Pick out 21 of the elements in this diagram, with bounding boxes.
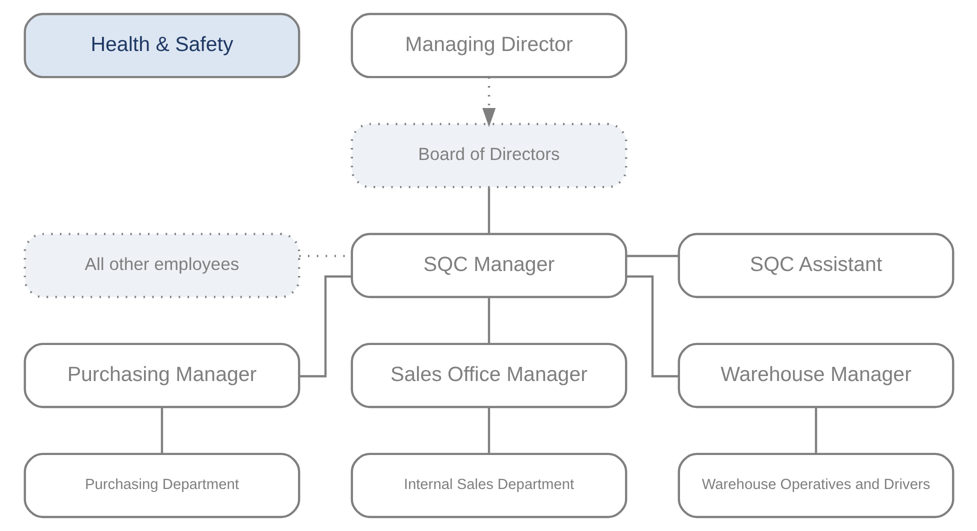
node-box: SQC Manager	[350, 232, 627, 298]
node-box: Internal Sales Department	[350, 452, 627, 518]
node-box: SQC Assistant	[677, 232, 954, 298]
node-box: Purchasing Manager	[23, 342, 300, 408]
node-box: Sales Office Manager	[350, 342, 627, 408]
node-box: Managing Director	[350, 12, 627, 78]
node-box: Warehouse Operatives and Drivers	[677, 452, 954, 518]
node-box: Board of Directors	[350, 122, 627, 188]
connector	[814, 407, 817, 454]
connector	[487, 187, 490, 234]
connector	[487, 297, 490, 344]
node-box: Health & Safety	[23, 12, 300, 78]
node-box: All other employees	[23, 232, 300, 298]
arrow	[482, 77, 496, 128]
connector	[626, 254, 678, 258]
connector	[626, 275, 678, 378]
connector	[160, 407, 163, 454]
connector	[487, 407, 490, 454]
node-box: Warehouse Manager	[677, 342, 954, 408]
connector	[298, 275, 352, 378]
node-box: Purchasing Department	[23, 452, 300, 518]
